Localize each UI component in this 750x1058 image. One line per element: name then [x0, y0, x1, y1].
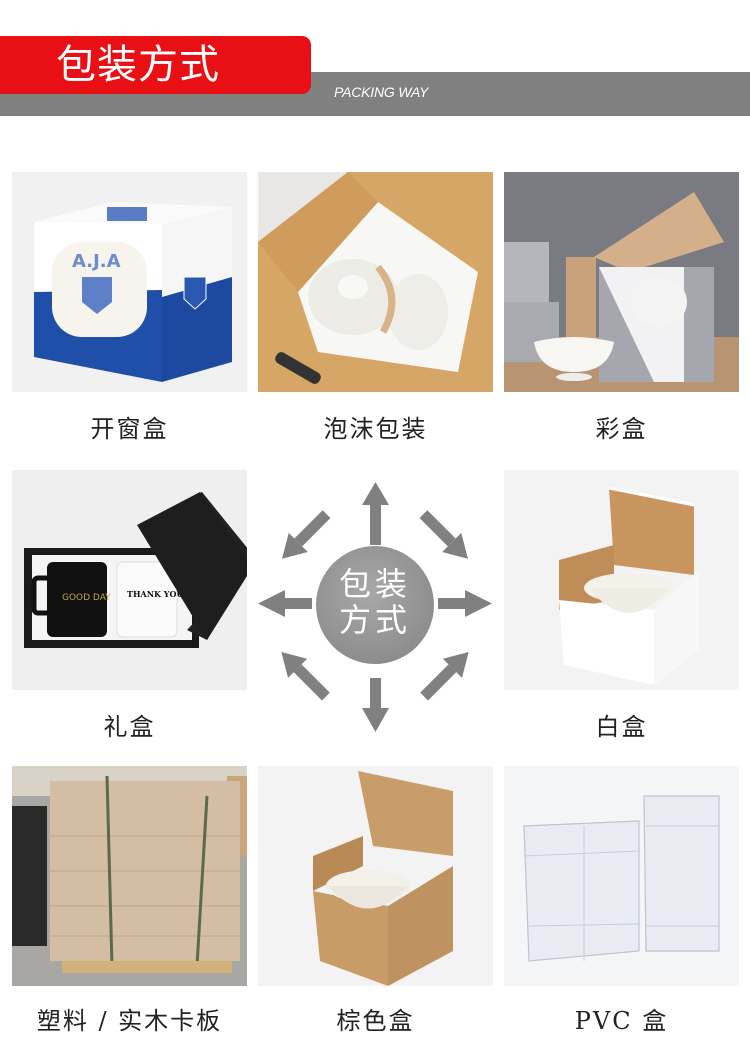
label-brown-box: 棕色盒 — [336, 1007, 415, 1035]
pvc-box-photo — [504, 766, 739, 986]
brown-box-photo — [258, 766, 493, 986]
page-subtitle: PACKING WAY — [334, 84, 429, 100]
svg-text:A.J.A: A.J.A — [72, 251, 121, 272]
page-title: 包装方式 — [56, 42, 220, 88]
radiating-arrows-graphic — [258, 482, 492, 732]
label-pvc-box: PVC 盒 — [574, 1007, 669, 1035]
label-foam-packaging: 泡沫包装 — [323, 415, 428, 443]
label-color-box: 彩盒 — [595, 415, 648, 443]
label-window-box: 开窗盒 — [90, 415, 169, 443]
center-title-line2: 方式 — [338, 601, 411, 639]
color-box-photo — [504, 172, 739, 392]
foam-packaging-photo — [258, 172, 493, 392]
header-red-block — [0, 36, 311, 94]
center-circle — [316, 546, 434, 664]
svg-text:THANK YOU: THANK YOU — [127, 589, 183, 599]
label-pallet: 塑料 / 实木卡板 — [36, 1007, 223, 1035]
window-box-photo: A.J.A — [12, 172, 247, 392]
pallet-photo — [12, 766, 247, 986]
label-gift-box: 礼盒 — [103, 713, 156, 741]
center-title: 包装 方式 — [316, 566, 434, 638]
arrow-up-icon — [370, 500, 381, 545]
label-white-box: 白盒 — [595, 713, 648, 741]
svg-text:GOOD DAY: GOOD DAY — [62, 593, 111, 603]
white-box-photo — [504, 470, 739, 690]
center-title-line1: 包装 — [338, 565, 411, 603]
gift-box-photo: GOOD DAY THANK YOU — [12, 470, 247, 690]
